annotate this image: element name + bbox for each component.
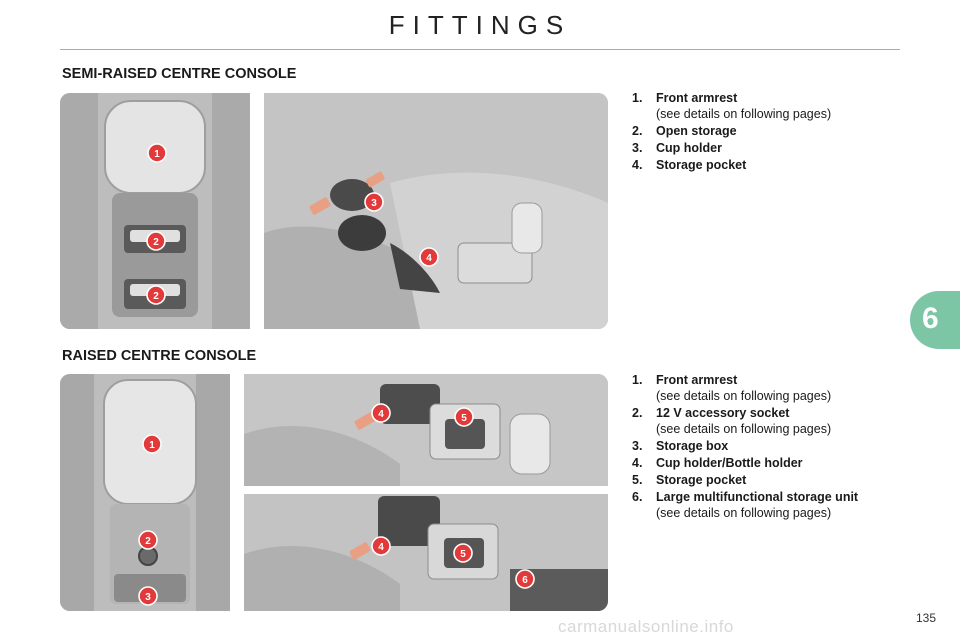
marker-2: 2: [146, 285, 166, 305]
svg-text:2: 2: [153, 237, 159, 248]
marker-2: 2: [138, 530, 158, 550]
raised-console-illustration: 1 2 3 4 5 4 5 6: [60, 374, 608, 611]
svg-text:2: 2: [153, 291, 159, 302]
legend-item: 1.Front armrest(see details on following…: [632, 91, 832, 121]
chapter-number: 6: [922, 302, 939, 335]
semi-raised-console-illustration: 1 2 2 3 4: [60, 93, 608, 329]
section-heading-semi-raised: SEMI-RAISED CENTRE CONSOLE: [62, 66, 297, 82]
marker-3: 3: [364, 192, 384, 212]
marker-1: 1: [142, 434, 162, 454]
svg-text:4: 4: [426, 253, 432, 264]
raised-legend: 1.Front armrest(see details on following…: [632, 373, 886, 523]
marker-5: 5: [453, 543, 473, 563]
svg-text:5: 5: [460, 549, 466, 560]
marker-3: 3: [138, 586, 158, 606]
marker-4: 4: [371, 536, 391, 556]
page-number: 135: [915, 611, 936, 625]
svg-text:1: 1: [154, 149, 160, 160]
marker-4: 4: [419, 247, 439, 267]
chapter-tab: 6: [910, 291, 960, 349]
legend-item: 2.Open storage: [632, 124, 737, 138]
semi-raised-legend: 1.Front armrest(see details on following…: [632, 91, 886, 175]
marker-5: 5: [454, 407, 474, 427]
legend-item: 4.Cup holder/Bottle holder: [632, 456, 803, 470]
title-divider: [60, 49, 900, 50]
watermark: carmanualsonline.info: [558, 617, 734, 636]
marker-1: 1: [147, 143, 167, 163]
svg-text:1: 1: [149, 440, 155, 451]
section-heading-raised: RAISED CENTRE CONSOLE: [62, 348, 257, 364]
svg-text:6: 6: [522, 575, 528, 586]
legend-item: 2.12 V accessory socket(see details on f…: [632, 406, 832, 436]
legend-item: 3.Cup holder: [632, 141, 722, 155]
svg-text:2: 2: [145, 536, 151, 547]
marker-2: 2: [146, 231, 166, 251]
marker-6: 6: [515, 569, 535, 589]
legend-item: 6.Large multifunctional storage unit(see…: [632, 490, 859, 520]
svg-text:3: 3: [145, 592, 151, 603]
svg-text:4: 4: [378, 542, 384, 553]
page-title: FITTINGS: [388, 10, 572, 40]
svg-text:4: 4: [378, 409, 384, 420]
marker-4: 4: [371, 403, 391, 423]
legend-item: 3.Storage box: [632, 439, 729, 453]
svg-text:3: 3: [371, 198, 377, 209]
svg-text:5: 5: [461, 413, 467, 424]
legend-item: 1.Front armrest(see details on following…: [632, 373, 832, 403]
legend-item: 5.Storage pocket: [632, 473, 747, 487]
legend-item: 4.Storage pocket: [632, 158, 747, 172]
